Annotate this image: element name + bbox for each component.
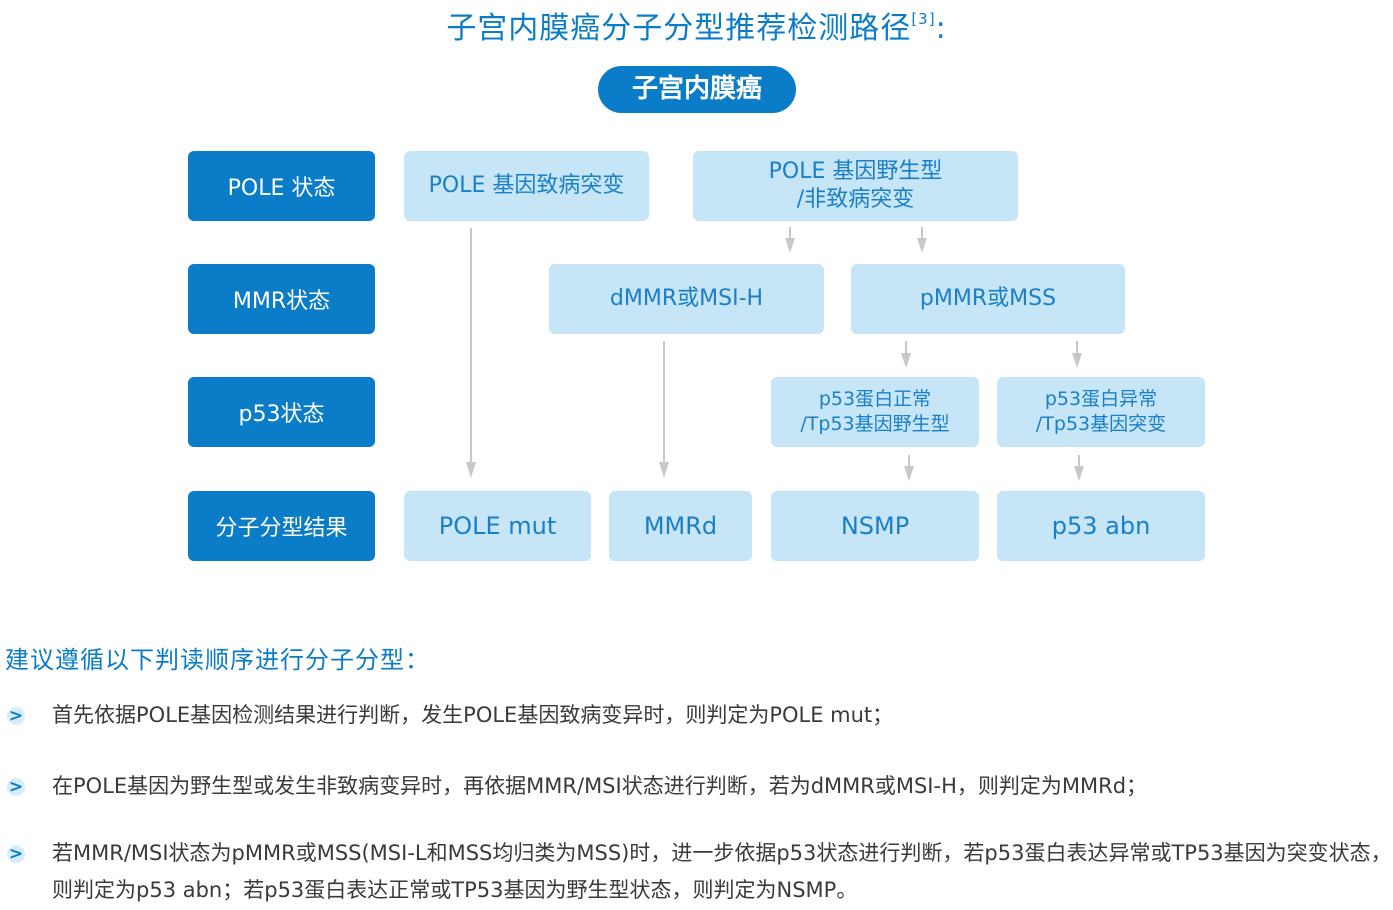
result-mmrd: MMRd bbox=[609, 491, 752, 561]
node-p53-abnormal: p53蛋白异常 /Tp53基因突变 bbox=[997, 377, 1205, 447]
root-node: 子宫内膜癌 bbox=[598, 66, 796, 113]
bullet-chevron-icon: > bbox=[6, 777, 26, 797]
node-p53-normal-line1: p53蛋白正常 bbox=[818, 388, 932, 410]
rules-heading: 建议遵循以下判读顺序进行分子分型： bbox=[5, 646, 430, 674]
row-label-pole: POLE 状态 bbox=[188, 151, 375, 221]
title-text: 子宫内膜癌分子分型推荐检测路径 bbox=[446, 11, 912, 46]
node-pmmr: pMMR或MSS bbox=[851, 264, 1125, 334]
title-reference: [3] bbox=[911, 10, 936, 28]
rule-item-1: 首先依据POLE基因检测结果进行判断，发生POLE基因致病变异时，则判定为POL… bbox=[52, 703, 894, 727]
node-pole-pathogenic: POLE 基因致病突变 bbox=[404, 151, 649, 221]
node-pole-wildtype: POLE 基因野生型 /非致病突变 bbox=[693, 151, 1018, 221]
title-colon: : bbox=[935, 11, 947, 46]
row-label-result: 分子分型结果 bbox=[188, 491, 375, 561]
node-p53-abnormal-line1: p53蛋白异常 bbox=[1044, 388, 1158, 410]
node-p53-normal-line2: /Tp53基因野生型 bbox=[800, 413, 950, 435]
node-p53-normal: p53蛋白正常 /Tp53基因野生型 bbox=[771, 377, 979, 447]
page-title: 子宫内膜癌分子分型推荐检测路径[3]: bbox=[0, 0, 1393, 48]
result-nsmp: NSMP bbox=[771, 491, 979, 561]
row-label-mmr: MMR状态 bbox=[188, 264, 375, 334]
rule-item-2: 在POLE基因为野生型或发生非致病变异时，再依据MMR/MSI状态进行判断，若为… bbox=[52, 774, 1148, 798]
bullet-chevron-icon: > bbox=[6, 706, 26, 726]
node-dmmr: dMMR或MSI-H bbox=[549, 264, 824, 334]
node-pole-wildtype-line1: POLE 基因野生型 bbox=[768, 159, 943, 184]
bullet-chevron-icon: > bbox=[6, 844, 26, 864]
result-pole-mut: POLE mut bbox=[404, 491, 591, 561]
node-pole-wildtype-line2: /非致病突变 bbox=[796, 187, 915, 212]
node-p53-abnormal-line2: /Tp53基因突变 bbox=[1035, 413, 1167, 435]
row-label-p53: p53状态 bbox=[188, 377, 375, 447]
result-p53-abn: p53 abn bbox=[997, 491, 1205, 561]
rule-item-3: 若MMR/MSI状态为pMMR或MSS(MSI-L和MSS均归类为MSS)时，进… bbox=[52, 841, 1392, 902]
